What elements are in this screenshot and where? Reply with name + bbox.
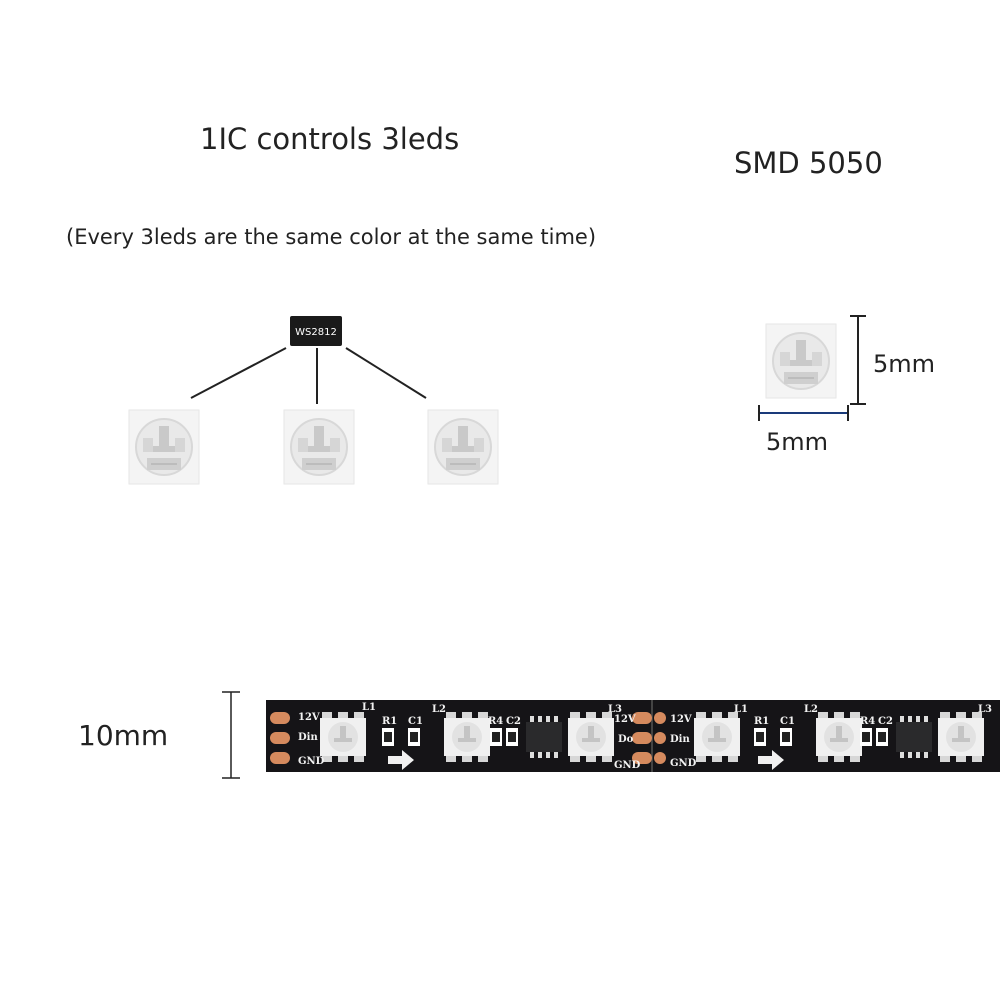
pad-label-12v-seg2: 12V <box>670 714 692 725</box>
component-label-r4: R4 <box>488 716 503 727</box>
led-chip-3 <box>427 409 499 485</box>
strip-dimension-line <box>222 691 240 779</box>
ws2812-ic: WS2812 <box>290 316 342 346</box>
diagram-title: 1IC controls 3leds <box>200 122 460 156</box>
pad-label-12v-right: 12V <box>614 714 636 725</box>
component-label-l1: L1 <box>362 702 376 713</box>
pad-label-gnd-seg2: GND <box>670 758 697 769</box>
pad-label-gnd-left: GND <box>298 756 325 767</box>
led-strip: 12V Din GND 12V Do GND L1 R1 C1 L2 R4 C2… <box>266 700 1000 772</box>
led-width-label: 5mm <box>766 428 829 456</box>
pad-label-gnd-right: GND <box>614 760 641 771</box>
smd-title: SMD 5050 <box>734 146 883 180</box>
ic-label: WS2812 <box>295 327 337 338</box>
component-label-c2-seg2: C2 <box>878 716 893 727</box>
led-height-label: 5mm <box>873 350 936 378</box>
strip-width-label: 10mm <box>78 719 169 752</box>
pad-label-din-seg2: Din <box>670 734 690 745</box>
component-label-r1: R1 <box>382 716 397 727</box>
component-label-l2-seg2: L2 <box>804 704 818 715</box>
component-label-c1: C1 <box>408 716 423 727</box>
component-label-l3-seg2: L3 <box>978 704 992 715</box>
led-chip-2 <box>283 409 355 485</box>
subtitle: (Every 3leds are the same color at the s… <box>66 225 597 249</box>
component-label-r4-seg2: R4 <box>860 716 875 727</box>
smd-5050-led <box>765 323 837 399</box>
component-label-l2: L2 <box>432 704 446 715</box>
connector-line-left <box>190 347 287 399</box>
component-label-c2: C2 <box>506 716 521 727</box>
component-label-l3: L3 <box>608 704 622 715</box>
pad-label-do: Do <box>618 734 634 745</box>
component-label-r1-seg2: R1 <box>754 716 769 727</box>
component-label-c1-seg2: C1 <box>780 716 795 727</box>
height-dimension-line <box>850 315 866 405</box>
pad-label-din: Din <box>298 732 318 743</box>
led-chip-1 <box>128 409 200 485</box>
width-dimension-line <box>758 405 849 421</box>
connector-line-right <box>345 347 427 399</box>
pad-label-12v-left: 12V <box>298 712 320 723</box>
component-label-l1-seg2: L1 <box>734 704 748 715</box>
